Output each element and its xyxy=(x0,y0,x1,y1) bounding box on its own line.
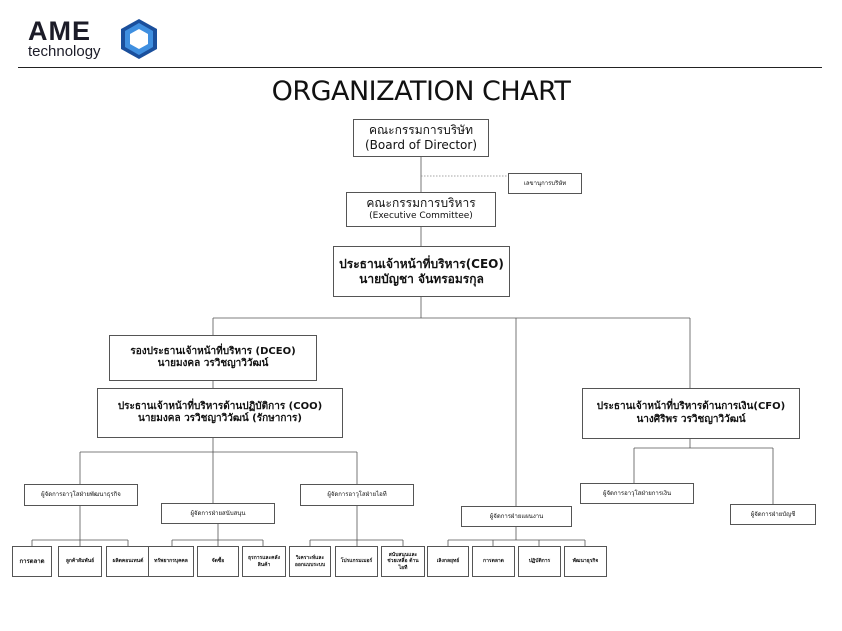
unit-box: เลิงกลยุทธ์ xyxy=(427,546,469,577)
unit-box: จัดซื้อ xyxy=(197,546,239,577)
unit-label: พัฒนาธุรกิจ xyxy=(572,558,599,565)
manager-it-label: ผู้จัดการอาวุโสฝ่ายไอที xyxy=(327,491,387,499)
manager-planning-box: ผู้จัดการฝ่ายแผนงาน xyxy=(461,506,572,527)
executive-committee-box: คณะกรรมการบริหาร (Executive Committee) xyxy=(346,192,496,227)
manager-it-box: ผู้จัดการอาวุโสฝ่ายไอที xyxy=(300,484,414,506)
unit-label: เลิงกลยุทธ์ xyxy=(436,558,460,565)
logo-wordmark: AME xyxy=(28,16,91,46)
company-logo: AME technology xyxy=(28,16,168,62)
cfo-name: นางศิริพร วรวิชญาวิวัฒน์ xyxy=(636,413,746,425)
manager-planning-label: ผู้จัดการฝ่ายแผนงาน xyxy=(489,512,544,520)
logo-subtext: technology xyxy=(28,43,101,60)
ceo-title: ประธานเจ้าหน้าที่บริหาร(CEO) xyxy=(339,256,504,271)
unit-box: ปฏิบัติการ xyxy=(518,546,561,577)
unit-label: การตลาด xyxy=(483,558,504,565)
manager-finance-box: ผู้จัดการอาวุโสฝ่ายการเงิน xyxy=(580,483,694,504)
unit-label: การตลาด xyxy=(19,557,45,565)
dceo-title: รองประธานเจ้าหน้าที่บริหาร (DCEO) xyxy=(130,345,296,357)
manager-business-development-label: ผู้จัดการอาวุโสฝ่ายพัฒนาธุรกิจ xyxy=(41,491,121,499)
unit-label: ธุรการและคลังสินค้า xyxy=(247,555,281,568)
unit-box: ทรัพยากรบุคคล xyxy=(148,546,194,577)
coo-name: นายมงคล วรวิชญาวิวัฒน์ (รักษาการ) xyxy=(137,413,302,424)
manager-finance-label: ผู้จัดการอาวุโสฝ่ายการเงิน xyxy=(602,489,672,497)
unit-box: ธุรการและคลังสินค้า xyxy=(242,546,286,577)
coo-title: ประธานเจ้าหน้าที่บริหารด้านปฏิบัติการ (C… xyxy=(117,400,323,412)
company-secretary-box: เลขานุการบริษัท xyxy=(508,173,582,194)
unit-label: ผลิตคอนเทนต์ xyxy=(112,558,144,565)
secretary-label: เลขานุการบริษัท xyxy=(523,179,567,187)
unit-label: โปรแกรมเมอร์ xyxy=(340,558,373,565)
exec-committee-english-label: (Executive Committee) xyxy=(369,211,473,222)
page-title: ORGANIZATION CHART xyxy=(271,76,571,107)
dceo-box: รองประธานเจ้าหน้าที่บริหาร (DCEO) นายมงค… xyxy=(109,335,317,381)
board-of-directors-box: คณะกรรมการบริษัท (Board of Director) xyxy=(353,119,489,157)
unit-box: การตลาด xyxy=(472,546,515,577)
unit-label: ทรัพยากรบุคคล xyxy=(154,558,188,565)
unit-box: พัฒนาธุรกิจ xyxy=(564,546,607,577)
manager-business-development-box: ผู้จัดการอาวุโสฝ่ายพัฒนาธุรกิจ xyxy=(24,484,138,506)
unit-box: วิเคราะห์และ ออกแบบระบบ xyxy=(289,546,331,577)
hexagon-logo-icon xyxy=(121,19,157,59)
header-divider xyxy=(18,67,822,68)
ceo-name: นายบัญชา จันทรอมรกุล xyxy=(359,271,484,286)
unit-label: ปฏิบัติการ xyxy=(528,558,551,565)
unit-box: การตลาด xyxy=(12,546,52,577)
ceo-box: ประธานเจ้าหน้าที่บริหาร(CEO) นายบัญชา จั… xyxy=(333,246,510,297)
board-thai-label: คณะกรรมการบริษัท xyxy=(368,123,473,137)
manager-support-label: ผู้จัดการฝ่ายสนับสนุน xyxy=(190,509,246,517)
unit-label: ลูกค้าสัมพันธ์ xyxy=(65,558,95,565)
unit-box: ลูกค้าสัมพันธ์ xyxy=(58,546,102,577)
manager-support-box: ผู้จัดการฝ่ายสนับสนุน xyxy=(161,503,275,524)
dceo-name: นายมงคล วรวิชญาวิวัฒน์ xyxy=(157,358,269,369)
board-english-label: (Board of Director) xyxy=(364,138,478,152)
unit-box: ผลิตคอนเทนต์ xyxy=(106,546,150,577)
manager-accounting-box: ผู้จัดการฝ่ายบัญชี xyxy=(730,504,816,525)
unit-label: จัดซื้อ xyxy=(211,558,225,565)
unit-label: สนับสนุนและ ช่วยเหลือ ด้านไอที xyxy=(387,552,419,571)
cfo-box: ประธานเจ้าหน้าที่บริหารด้านการเงิน(CFO) … xyxy=(582,388,800,439)
cfo-title: ประธานเจ้าหน้าที่บริหารด้านการเงิน(CFO) xyxy=(596,401,786,412)
manager-accounting-label: ผู้จัดการฝ่ายบัญชี xyxy=(750,510,796,518)
unit-label: วิเคราะห์และ ออกแบบระบบ xyxy=(294,555,326,568)
coo-box: ประธานเจ้าหน้าที่บริหารด้านปฏิบัติการ (C… xyxy=(97,388,343,438)
unit-box: สนับสนุนและ ช่วยเหลือ ด้านไอที xyxy=(381,546,425,577)
exec-committee-thai-label: คณะกรรมการบริหาร xyxy=(366,196,476,211)
unit-box: โปรแกรมเมอร์ xyxy=(335,546,378,577)
